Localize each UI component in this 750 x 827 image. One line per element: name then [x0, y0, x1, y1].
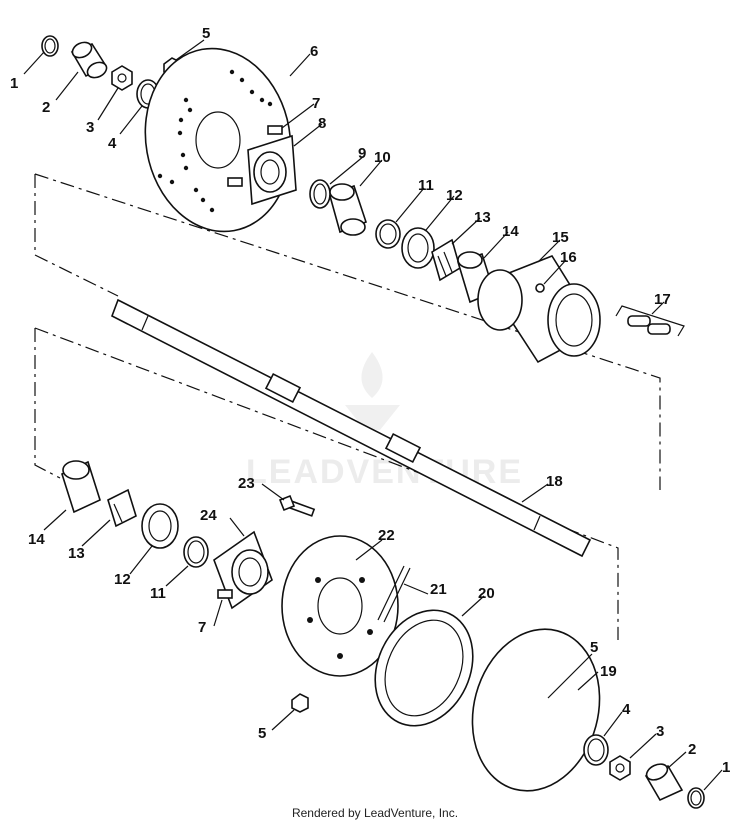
washer-11-top — [375, 219, 401, 249]
assembly-guide-lines — [34, 173, 661, 640]
label-11-top: 11 — [418, 177, 434, 194]
label-6: 6 — [310, 43, 318, 60]
label-7-top: 7 — [312, 95, 320, 112]
label-10: 10 — [374, 149, 391, 166]
race-12-bottom — [141, 503, 179, 549]
axle-shaft-18 — [111, 298, 592, 558]
bolt-23 — [278, 494, 316, 517]
bearing-10 — [329, 183, 368, 236]
label-24: 24 — [200, 507, 217, 524]
grease-fitting-16 — [535, 283, 545, 293]
label-13-top: 13 — [474, 209, 491, 226]
label-7-bottom: 7 — [198, 619, 206, 636]
race-14-bottom — [61, 460, 101, 514]
washer-4-bottom — [583, 734, 609, 766]
label-3-bottom: 3 — [656, 723, 664, 740]
label-21: 21 — [430, 581, 447, 598]
label-4-bottom: 4 — [622, 701, 631, 718]
nut-3-bottom — [609, 755, 631, 781]
label-8: 8 — [318, 115, 326, 132]
label-16: 16 — [560, 249, 577, 266]
nut-5-bottom — [291, 693, 309, 713]
chain-link-17 — [615, 305, 685, 337]
brake-caliper-ring-20 — [374, 609, 474, 727]
label-11-bottom: 11 — [150, 585, 166, 602]
label-18: 18 — [546, 473, 563, 490]
label-19: 19 — [600, 663, 617, 680]
tapered-bearing-13-top — [431, 238, 461, 282]
label-22: 22 — [378, 527, 395, 544]
label-23: 23 — [238, 475, 255, 492]
bushing-2-top — [70, 41, 108, 79]
stud-7-top — [227, 125, 283, 187]
nut-3-top — [111, 65, 133, 91]
watermark: LEADVENTURE — [246, 352, 521, 491]
race-12-top — [401, 227, 435, 269]
label-17: 17 — [654, 291, 671, 308]
label-12-top: 12 — [446, 187, 463, 204]
footer-credit: Rendered by LeadVenture, Inc. — [291, 806, 459, 820]
label-2-top: 2 — [42, 99, 50, 116]
label-2-bottom: 2 — [688, 741, 696, 758]
label-14-top: 14 — [502, 223, 519, 240]
label-14-bottom: 14 — [28, 531, 45, 548]
snap-ring-9 — [309, 179, 331, 209]
part-labels: 1 2 3 4 5 6 7 8 9 10 11 12 13 14 15 16 1… — [10, 25, 730, 776]
label-9: 9 — [358, 145, 366, 162]
snap-ring-1-bottom — [687, 787, 705, 809]
label-1-top: 1 — [10, 75, 18, 92]
label-5-middle: 5 — [590, 639, 598, 656]
axle-housing-15 — [477, 255, 601, 364]
hub-24 — [213, 530, 273, 610]
label-4-top: 4 — [108, 135, 117, 152]
label-5-bottom: 5 — [258, 725, 266, 742]
chain-guide-21 — [377, 565, 411, 623]
label-12-bottom: 12 — [114, 571, 131, 588]
bushing-2-bottom — [644, 763, 684, 802]
label-5-top: 5 — [202, 25, 210, 42]
leader-lines — [23, 39, 723, 791]
sprocket-22 — [281, 535, 399, 677]
brake-disc-19 — [471, 628, 601, 792]
label-1-bottom: 1 — [722, 759, 730, 776]
label-3-top: 3 — [86, 119, 94, 136]
label-20: 20 — [478, 585, 495, 602]
hub-8-top — [247, 134, 297, 206]
washer-11-bottom — [183, 536, 209, 568]
tapered-bearing-13-bottom — [107, 488, 137, 528]
label-13-bottom: 13 — [68, 545, 85, 562]
snap-ring-1-top — [41, 35, 59, 57]
label-15: 15 — [552, 229, 569, 246]
stud-7-bottom — [217, 589, 233, 599]
